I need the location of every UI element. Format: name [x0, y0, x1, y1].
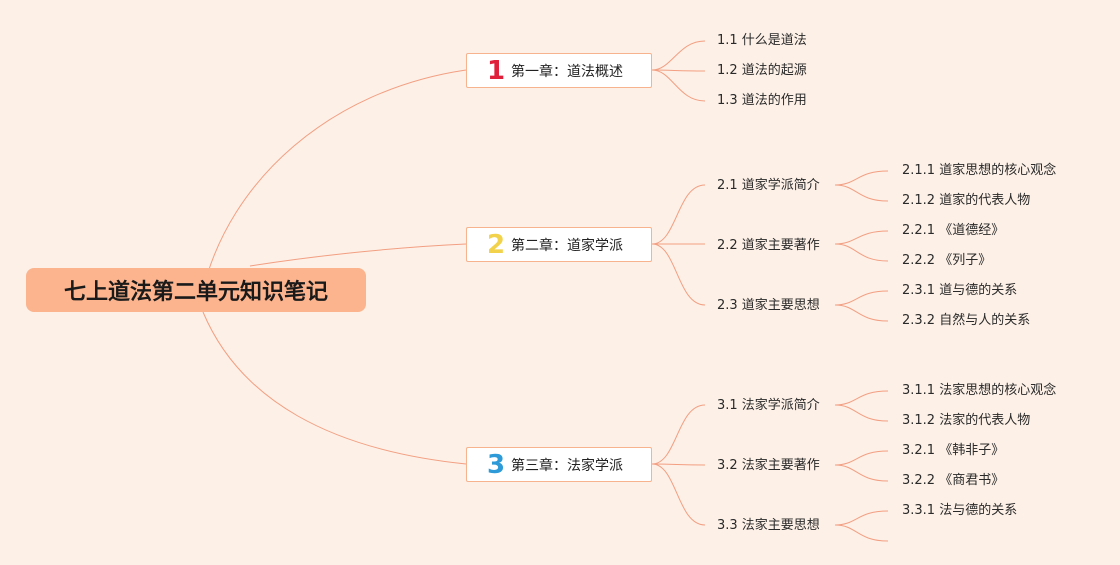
topic-2-1-link-1: [834, 170, 889, 186]
topic-2-2-link-2: [834, 243, 889, 262]
chapter-1-title: 第一章：道法概述: [511, 63, 623, 80]
topic-3-2-link-2: [834, 464, 889, 482]
topic-2-3[interactable]: 2.3 道家主要思想: [717, 298, 820, 313]
chapter-1-node[interactable]: 1 第一章：道法概述: [466, 53, 652, 88]
topic-2-1[interactable]: 2.1 道家学派简介: [717, 178, 820, 193]
chapter-2-node[interactable]: 2 第二章：道家学派: [466, 227, 652, 262]
chapter-1-link-1: [651, 40, 706, 71]
chapter-1-link-2: [651, 69, 706, 72]
chapter-3-link-2: [651, 463, 706, 466]
chapter-2-title: 第二章：道家学派: [511, 237, 623, 254]
subtopic-2-1-2[interactable]: 2.1.2 道家的代表人物: [902, 193, 1031, 208]
root-link-1: [202, 69, 467, 291]
chapter-1-link-3: [651, 69, 706, 102]
topic-3-3-link-2: [834, 524, 889, 542]
root-link-2: [249, 243, 467, 267]
topic-2-3-link-2: [834, 304, 889, 322]
topic-1-1[interactable]: 1.1 什么是道法: [717, 33, 807, 48]
subtopic-3-1-1[interactable]: 3.1.1 法家思想的核心观念: [902, 383, 1057, 398]
root-link-3: [202, 311, 467, 465]
chapter-3-link-1: [651, 404, 706, 465]
number-1-icon: 1: [486, 55, 506, 86]
chapter-2-link-3: [651, 243, 706, 306]
topic-3-1[interactable]: 3.1 法家学派简介: [717, 398, 820, 413]
subtopic-3-2-2[interactable]: 3.2.2 《商君书》: [902, 473, 1005, 488]
subtopic-3-3-1[interactable]: 3.3.1 法与德的关系: [902, 503, 1018, 518]
number-3-icon: 3: [486, 449, 506, 480]
chapter-2-link-1: [651, 184, 706, 245]
topic-1-3[interactable]: 1.3 道法的作用: [717, 93, 807, 108]
subtopic-3-2-1[interactable]: 3.2.1 《韩非子》: [902, 443, 1005, 458]
topic-3-1-link-2: [834, 404, 889, 422]
topic-2-3-link-1: [834, 290, 889, 306]
topic-3-2[interactable]: 3.2 法家主要著作: [717, 458, 820, 473]
topic-3-2-link-1: [834, 450, 889, 466]
root-topic[interactable]: 七上道法第二单元知识笔记: [26, 268, 366, 312]
topic-2-1-link-2: [834, 184, 889, 202]
topic-2-2-link-1: [834, 230, 889, 245]
topic-3-1-link-1: [834, 390, 889, 406]
subtopic-2-3-2[interactable]: 2.3.2 自然与人的关系: [902, 313, 1031, 328]
chapter-3-link-3: [651, 463, 706, 526]
topic-1-2[interactable]: 1.2 道法的起源: [717, 63, 807, 78]
chapter-3-node[interactable]: 3 第三章：法家学派: [466, 447, 652, 482]
subtopic-2-1-1[interactable]: 2.1.1 道家思想的核心观念: [902, 163, 1057, 178]
topic-3-3[interactable]: 3.3 法家主要思想: [717, 518, 820, 533]
subtopic-2-2-2[interactable]: 2.2.2 《列子》: [902, 253, 992, 268]
subtopic-2-3-1[interactable]: 2.3.1 道与德的关系: [902, 283, 1018, 298]
subtopic-2-2-1[interactable]: 2.2.1 《道德经》: [902, 223, 1005, 238]
topic-3-3-link-1: [834, 510, 889, 526]
root-title: 七上道法第二单元知识笔记: [63, 280, 328, 305]
topic-2-2[interactable]: 2.2 道家主要著作: [717, 238, 820, 253]
subtopic-3-1-2[interactable]: 3.1.2 法家的代表人物: [902, 413, 1031, 428]
number-2-icon: 2: [486, 229, 506, 260]
chapter-3-title: 第三章：法家学派: [511, 457, 623, 474]
